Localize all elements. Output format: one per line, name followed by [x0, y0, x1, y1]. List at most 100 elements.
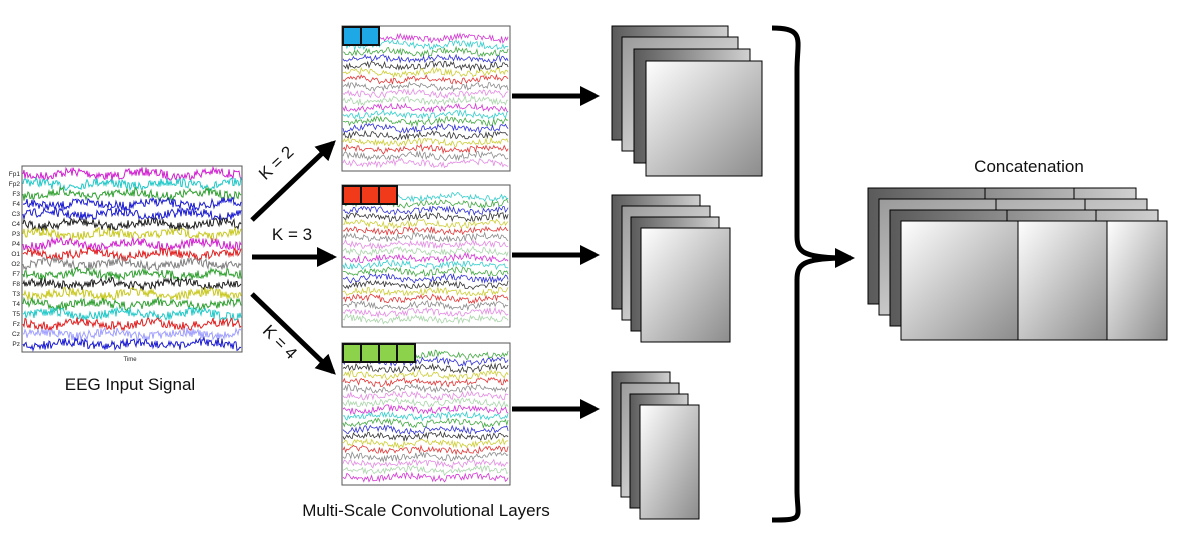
- eeg-channel-label-p3: P3: [12, 231, 20, 238]
- conv-k3-trace-16: [342, 293, 509, 305]
- eeg-trace-f7: [22, 266, 242, 281]
- conv-k4-trace-10: [342, 410, 509, 422]
- arrow-to-branch-k4: [250, 292, 336, 375]
- conv-k4-trace-15: [342, 444, 509, 456]
- eeg-time-label: Time: [123, 357, 137, 363]
- conv-k3-trace-15: [342, 286, 509, 297]
- kernel-label-k4: K = 4: [259, 321, 301, 363]
- eeg-channel-label-fp1: Fp1: [9, 171, 21, 178]
- eeg-channel-label-c3: C3: [12, 211, 21, 218]
- conv-k2-trace-17: [342, 143, 509, 155]
- conv-k2-trace-4: [342, 53, 509, 64]
- conv-k3-trace-4: [342, 211, 509, 223]
- conv-k2-kernel-cell-1: [344, 28, 360, 44]
- feature-maps-k2: [611, 25, 763, 177]
- eeg-trace-o2: [22, 256, 242, 272]
- conv-k2-trace-14: [342, 122, 509, 135]
- eeg-input-caption: EEG Input Signal: [65, 375, 195, 394]
- conv-k2-trace-12: [342, 109, 509, 121]
- conv-k4-trace-12: [342, 424, 509, 436]
- eeg-trace-p4: [22, 236, 242, 253]
- conv-k2-trace-16: [342, 136, 509, 147]
- eeg-trace-c3: [22, 206, 242, 222]
- eeg-trace-fp1: [22, 165, 242, 182]
- eeg-trace-p3: [22, 226, 242, 242]
- conv-k3-trace-14: [342, 279, 509, 290]
- eeg-traces: [22, 165, 242, 353]
- conv-traces-k4: [342, 349, 509, 483]
- conv-k3-trace-9: [342, 245, 509, 257]
- kernel-label-k2: K = 2: [255, 142, 297, 183]
- eeg-trace-fp2: [22, 176, 242, 192]
- conv-k2-trace-15: [342, 129, 509, 141]
- conv-k2-kernel-cell-2: [362, 28, 378, 44]
- conv-k4-trace-6: [342, 383, 509, 395]
- eeg-channel-label-fz: Fz: [13, 321, 20, 328]
- eeg-channel-label-t4: T4: [12, 301, 20, 308]
- conv-k4-trace-8: [342, 396, 509, 409]
- conv-k4-trace-9: [342, 404, 509, 416]
- conv-k4-trace-11: [342, 417, 509, 429]
- conv-panel-k3: [341, 184, 511, 328]
- conv-output-arrows: [512, 86, 600, 419]
- eeg-channel-label-f4: F4: [12, 201, 20, 208]
- eeg-trace-fz: [22, 316, 242, 333]
- conv-k2-trace-18: [342, 150, 509, 162]
- conv-k3-trace-6: [342, 225, 509, 236]
- conv-k2-trace-19: [342, 157, 509, 169]
- concat-brace: [771, 25, 841, 523]
- conv-k4-trace-14: [342, 437, 509, 450]
- conv-k3-trace-18: [342, 306, 509, 319]
- feature-maps-k3: [611, 194, 731, 343]
- kernel-blocks-k4: [342, 343, 416, 363]
- conv-k4-trace-18: [342, 464, 509, 476]
- conv-k3-kernel-cell-2: [362, 187, 378, 203]
- conv-k2-trace-11: [342, 102, 509, 114]
- eeg-trace-c4: [22, 216, 242, 232]
- conv-k4-trace-17: [342, 458, 509, 470]
- conv-k4-kernel-frame: [342, 343, 416, 363]
- conv-k3-trace-5: [342, 218, 509, 230]
- conv-k4-trace-19: [342, 471, 509, 483]
- conv-k3-trace-7: [342, 231, 509, 243]
- conv-k3-trace-12: [342, 266, 509, 278]
- eeg-channel-label-f3: F3: [12, 191, 20, 198]
- conv-panel-k4: [341, 342, 511, 486]
- conv-k2-trace-13: [343, 115, 509, 128]
- conv-k4-kernel-cell-1: [344, 345, 360, 361]
- eeg-trace-t3: [22, 287, 242, 302]
- eeg-channel-label-fp2: Fp2: [9, 181, 21, 188]
- conv-k3-trace-11: [342, 259, 509, 271]
- conv-k3-trace-8: [342, 239, 509, 250]
- conv-k4-trace-7: [342, 390, 509, 402]
- conv-caption: Multi-Scale Convolutional Layers: [302, 501, 550, 520]
- conv-traces-k3: [342, 191, 509, 325]
- concat-label: Concatenation: [974, 157, 1084, 176]
- conv-k4-trace-5: [342, 377, 509, 388]
- eeg-trace-o1: [22, 246, 242, 263]
- arrow-to-branch-k2: [250, 140, 336, 222]
- eeg-channel-label-c4: C4: [12, 221, 21, 228]
- concatenated-feature-maps: [867, 187, 1168, 341]
- conv-traces-k2: [342, 32, 509, 169]
- eeg-channel-label-o2: O2: [11, 261, 20, 268]
- eeg-trace-pz: [22, 335, 242, 353]
- conv-k2-trace-6: [343, 66, 509, 79]
- conv-k4-kernel-cell-4: [398, 345, 414, 361]
- eeg-channel-label-t5: T5: [12, 311, 20, 318]
- eeg-trace-t5: [22, 306, 242, 322]
- conv-panel-k2: [341, 25, 511, 172]
- conv-k3-trace-17: [342, 300, 509, 312]
- eeg-trace-f4: [22, 196, 242, 212]
- eeg-channel-label-pz: Pz: [12, 341, 20, 348]
- eeg-trace-f8: [22, 276, 242, 291]
- conv-k4-trace-13: [342, 430, 509, 442]
- conv-k4-kernel-cell-2: [362, 345, 378, 361]
- conv-k4-trace-4: [342, 369, 509, 381]
- conv-k3-kernel-cell-3: [380, 187, 396, 203]
- eeg-channel-label-o1: O1: [11, 251, 20, 258]
- kernel-blocks-k2: [342, 26, 380, 46]
